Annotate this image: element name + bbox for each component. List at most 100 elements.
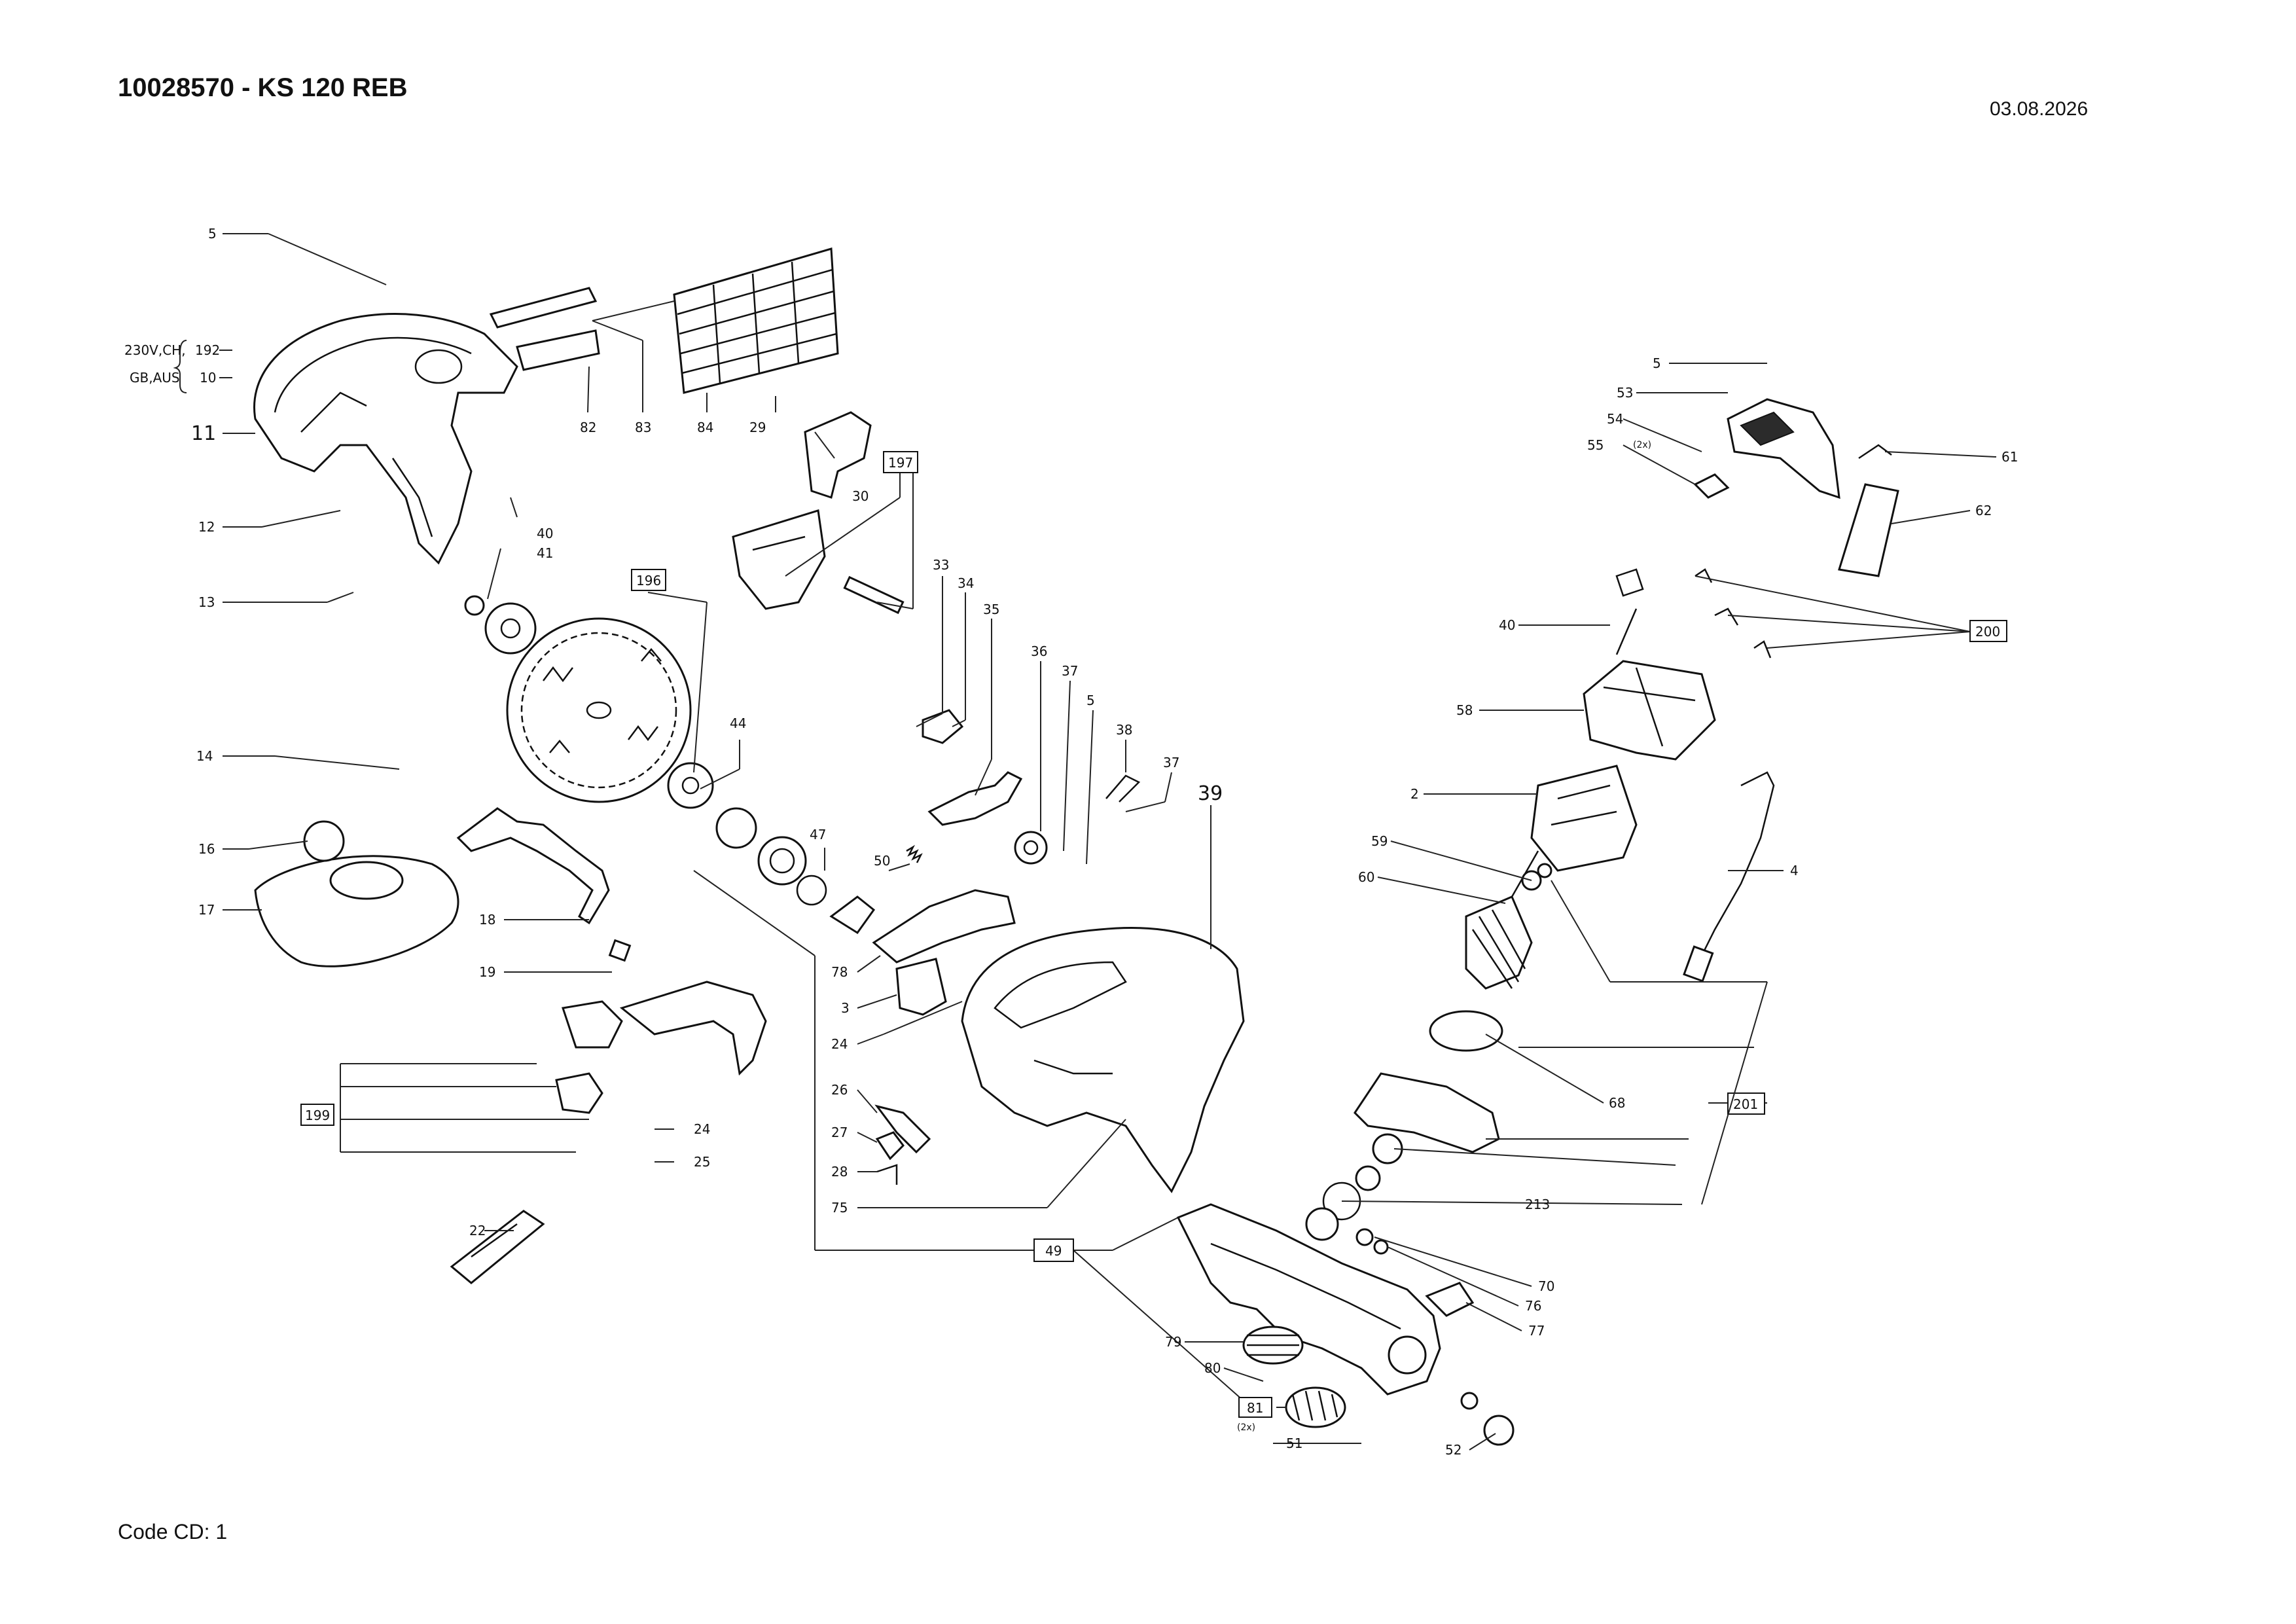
label-49-box (1033, 1238, 1074, 1262)
label-62: 62 (1975, 503, 1992, 518)
label-29: 29 (749, 420, 766, 435)
washer-41 (464, 595, 485, 616)
label-84: 84 (697, 420, 713, 435)
label-22: 22 (469, 1223, 486, 1238)
knob-27 (875, 1131, 905, 1161)
label-2x-a: (2x) (1633, 440, 1651, 450)
label-52: 52 (1445, 1442, 1462, 1458)
label-76: 76 (1525, 1298, 1541, 1314)
gear-housing (1305, 1010, 1503, 1241)
carbon-brushes (1615, 568, 1772, 659)
label-77: 77 (1528, 1323, 1545, 1339)
part-70-76 (1355, 1228, 1389, 1255)
label-16: 16 (198, 841, 215, 857)
handle-grip (872, 889, 1016, 964)
adjust-knob (1014, 831, 1048, 865)
handle-cover-62 (1838, 483, 1899, 577)
label-199: 199 (305, 1108, 330, 1123)
label-197: 197 (888, 455, 913, 471)
label-79: 79 (1165, 1334, 1181, 1350)
label-70: 70 (1538, 1278, 1554, 1294)
label-36: 36 (1031, 643, 1047, 659)
document-title: 10028570 - KS 120 REB (118, 73, 408, 102)
label-196: 196 (636, 573, 661, 588)
label-11: 11 (191, 422, 216, 445)
label-78: 78 (831, 964, 848, 980)
label-201: 201 (1733, 1096, 1758, 1112)
label-200: 200 (1975, 624, 2000, 640)
main-housing (961, 927, 1245, 1193)
bearing-59 (1521, 863, 1552, 891)
knob-52 (1460, 1392, 1515, 1446)
label-5b: 5 (1086, 693, 1095, 708)
label-14: 14 (196, 748, 213, 764)
document-date: 03.08.2026 (1990, 98, 2089, 120)
label-60: 60 (1358, 869, 1374, 885)
label-81-box (1238, 1397, 1272, 1418)
label-68: 68 (1609, 1095, 1625, 1111)
voltage-note-line1: 230V,CH, (124, 342, 186, 358)
stator (1530, 765, 1638, 872)
label-28: 28 (831, 1164, 848, 1180)
label-25: 25 (694, 1154, 710, 1170)
label-82: 82 (580, 420, 596, 435)
lever-arm (927, 771, 1023, 826)
label-38: 38 (1116, 722, 1132, 738)
voltage-note-line2: GB,AUS (130, 370, 180, 386)
label-35: 35 (983, 602, 999, 617)
label-5c: 5 (1653, 355, 1661, 371)
base-foot (1176, 1203, 1441, 1396)
label-17: 17 (198, 902, 215, 918)
voltage-brace (173, 340, 187, 393)
group-lines-201 (1393, 880, 1768, 1205)
label-24b: 24 (831, 1036, 848, 1052)
latch-26 (874, 1104, 931, 1154)
label-47: 47 (810, 827, 826, 842)
spring-50 (906, 844, 923, 863)
label-37a: 37 (1062, 663, 1078, 679)
spring-clip (1105, 774, 1141, 803)
label-40b: 40 (1499, 617, 1515, 633)
label-83: 83 (635, 420, 651, 435)
upper-blade-guard (253, 313, 518, 565)
label-2: 2 (1410, 786, 1419, 802)
label-199-box (300, 1104, 334, 1126)
outer-flange (667, 762, 714, 809)
label-34: 34 (958, 575, 974, 591)
label-40a: 40 (537, 526, 553, 541)
power-cord (1683, 771, 1775, 983)
label-2x-b: (2x) (1237, 1422, 1255, 1433)
label-3: 3 (841, 1000, 850, 1016)
label-5: 5 (208, 226, 217, 242)
label-4: 4 (1790, 863, 1799, 878)
label-49: 49 (1045, 1243, 1062, 1259)
code-cd: Code CD: 1 (118, 1520, 228, 1543)
hex-key-28 (876, 1164, 898, 1185)
label-80: 80 (1204, 1360, 1221, 1376)
lower-blade-guard (254, 820, 459, 967)
shaft-pin (843, 575, 905, 615)
label-10: 10 (200, 370, 216, 386)
label-75: 75 (831, 1200, 848, 1216)
bracket-plate (895, 958, 947, 1016)
part-77 (1425, 1282, 1475, 1317)
saw-blade (506, 617, 692, 803)
label-12: 12 (198, 519, 215, 535)
label-33: 33 (933, 557, 949, 573)
label-200-box (1969, 620, 2007, 642)
label-54: 54 (1607, 411, 1623, 427)
label-27: 27 (831, 1125, 848, 1140)
label-24a: 24 (694, 1121, 710, 1137)
label-55: 55 (1587, 437, 1604, 453)
battery-cover (450, 1210, 545, 1284)
label-61: 61 (2001, 449, 2018, 465)
small-plate-19 (608, 939, 632, 962)
dust-port-bracket (804, 411, 872, 499)
label-37b: 37 (1163, 755, 1179, 770)
switch-assembly (555, 981, 767, 1114)
spring-79 (1242, 1326, 1304, 1365)
leader-lines (219, 233, 1997, 1451)
part-labels: 5 192 10 230V,CH, GB,AUS 11 12 13 14 16 … (124, 226, 2018, 1458)
label-213: 213 (1525, 1197, 1550, 1212)
